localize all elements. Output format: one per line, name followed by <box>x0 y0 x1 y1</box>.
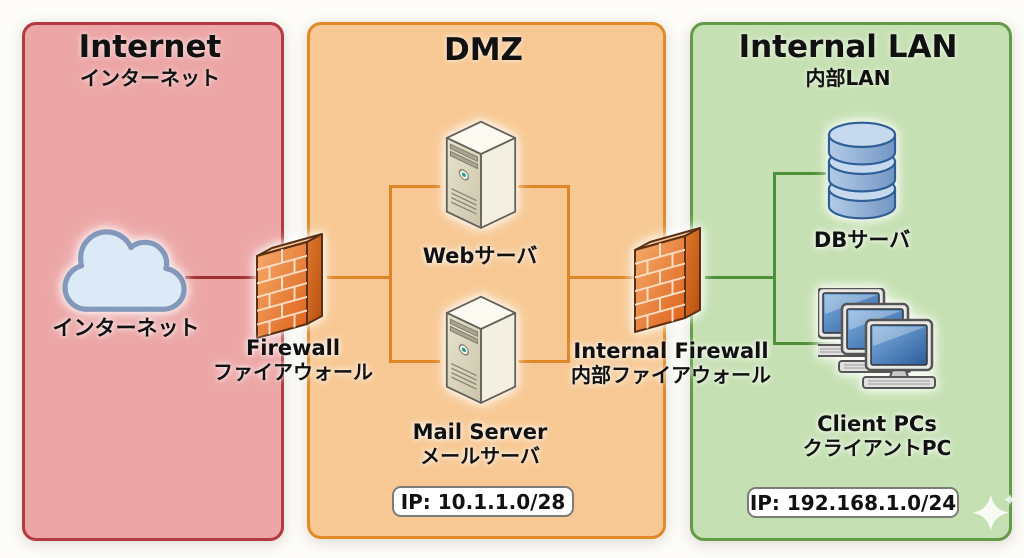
link-cloud-firewall <box>185 276 257 279</box>
internal-firewall-icon <box>630 220 710 338</box>
client-pcs-label-en: Client PCs <box>817 412 937 436</box>
dmz-right-bus <box>567 185 570 363</box>
mail-server-label: Mail Server メールサーバ <box>390 420 570 468</box>
dmz-title-text: DMZ <box>443 32 524 68</box>
firewall-label-en: Firewall <box>245 336 341 360</box>
db-server-label-text: DBサーバ <box>813 228 911 252</box>
firewall-label: Firewall ファイアウォール <box>198 336 388 384</box>
cloud-label-text: インターネット <box>52 316 200 340</box>
link-internalfirewall-lanbus <box>705 276 776 279</box>
lan-ip-text: IP: 192.168.1.0/24 <box>749 490 957 515</box>
internal-firewall-label-ja: 内部ファイアウォール <box>571 362 771 387</box>
link-bus-mailserver <box>392 360 440 363</box>
web-server-label-text: Webサーバ <box>422 244 538 268</box>
cloud-label: インターネット <box>36 316 216 341</box>
link-rightbus-internalfirewall <box>570 276 634 279</box>
mail-server-icon <box>436 292 526 413</box>
db-server-label: DBサーバ <box>772 228 952 253</box>
lan-bus <box>773 172 776 345</box>
firewall-icon <box>252 226 332 344</box>
link-lanbus-dbserver <box>776 172 826 175</box>
internet-zone-title: Internet インターネット <box>22 29 278 90</box>
dmz-ip-text: IP: 10.1.1.0/28 <box>400 489 566 514</box>
lan-zone-title: Internal LAN 内部LAN <box>690 29 1006 90</box>
internal-firewall-label: Internal Firewall 内部ファイアウォール <box>566 339 776 387</box>
internet-cloud-icon <box>52 226 198 316</box>
firewall-label-ja: ファイアウォール <box>213 359 373 384</box>
client-pcs-label-ja: クライアントPC <box>802 435 952 460</box>
link-mailserver-rightbus <box>518 360 570 363</box>
web-server-icon <box>436 117 526 238</box>
mail-server-label-en: Mail Server <box>412 420 548 444</box>
db-server-icon <box>822 120 902 221</box>
mail-server-label-ja: メールサーバ <box>420 443 540 468</box>
lan-title-text: Internal LAN <box>738 29 958 65</box>
dmz-zone-title: DMZ <box>307 32 660 69</box>
dmz-zone <box>307 22 666 539</box>
link-firewall-dmzbus <box>327 276 392 279</box>
lan-zone <box>690 22 1012 541</box>
internet-subtitle-text: インターネット <box>80 65 220 90</box>
client-pcs-icon <box>818 288 940 394</box>
link-bus-webserver <box>392 185 440 188</box>
sparkle-icon <box>968 490 1020 542</box>
link-lanbus-clientpcs <box>776 342 840 345</box>
lan-ip-badge: IP: 192.168.1.0/24 <box>747 487 959 518</box>
web-server-label: Webサーバ <box>390 244 570 269</box>
internal-firewall-label-en: Internal Firewall <box>573 339 769 363</box>
dmz-ip-badge: IP: 10.1.1.0/28 <box>392 486 574 517</box>
client-pcs-label: Client PCs クライアントPC <box>782 412 972 460</box>
dmz-left-bus <box>389 185 392 363</box>
internet-title-text: Internet <box>78 29 222 65</box>
link-webserver-rightbus <box>518 185 570 188</box>
lan-subtitle-text: 内部LAN <box>805 65 891 90</box>
